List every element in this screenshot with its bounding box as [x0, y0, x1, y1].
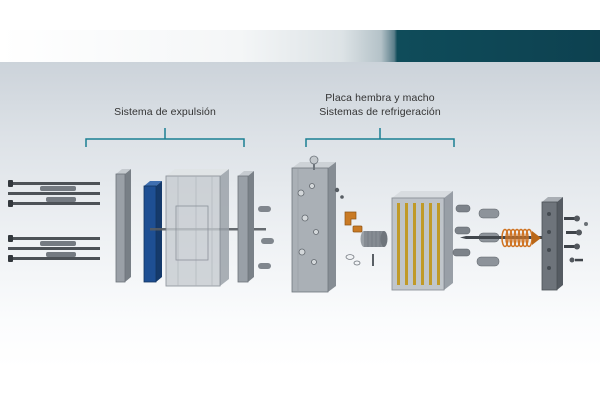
- label-plates-line1: Placa hembra y macho: [325, 92, 435, 104]
- cavity-plate: [291, 155, 336, 293]
- header-band: [0, 30, 600, 62]
- ejector-plate-blue: [143, 181, 162, 283]
- clamp-plate: [237, 171, 254, 283]
- plate-holes: [547, 212, 551, 270]
- label-plates-cooling: Placa hembra y macho Sistemas de refrige…: [298, 92, 462, 119]
- bushings: [258, 206, 274, 269]
- spacer-cylinders: [452, 204, 500, 267]
- core-insert: [360, 231, 388, 247]
- label-ejection-system: Sistema de expulsión: [114, 106, 216, 118]
- sprue-rod-and-spring: [460, 228, 546, 248]
- bottom-margin: [0, 368, 600, 400]
- pin-rods: [8, 182, 100, 260]
- annotation-brackets: [85, 128, 455, 147]
- ejector-pins: [8, 180, 100, 262]
- ejector-retainer-plate: [115, 169, 131, 283]
- hose-fitting-1: [344, 211, 357, 226]
- cooling-fittings: [334, 187, 374, 266]
- pin-heads: [8, 180, 13, 262]
- return-pins: [40, 186, 76, 257]
- locating-plate: [541, 197, 563, 291]
- mounting-screws: [564, 215, 588, 263]
- label-plates-line2: Sistemas de refrigeración: [319, 105, 441, 118]
- cooling-holes: [297, 183, 319, 265]
- spring-seat-cone: [532, 231, 541, 245]
- ejector-pin-array: [397, 203, 440, 285]
- bracket-ejection-system: [85, 128, 245, 147]
- support-block: [165, 169, 229, 287]
- bracket-plates-cooling: [305, 128, 455, 147]
- hose-fitting-2: [352, 225, 363, 233]
- spring-coil: [501, 228, 533, 248]
- core-plate: [391, 191, 453, 291]
- gauge-part: [309, 155, 319, 165]
